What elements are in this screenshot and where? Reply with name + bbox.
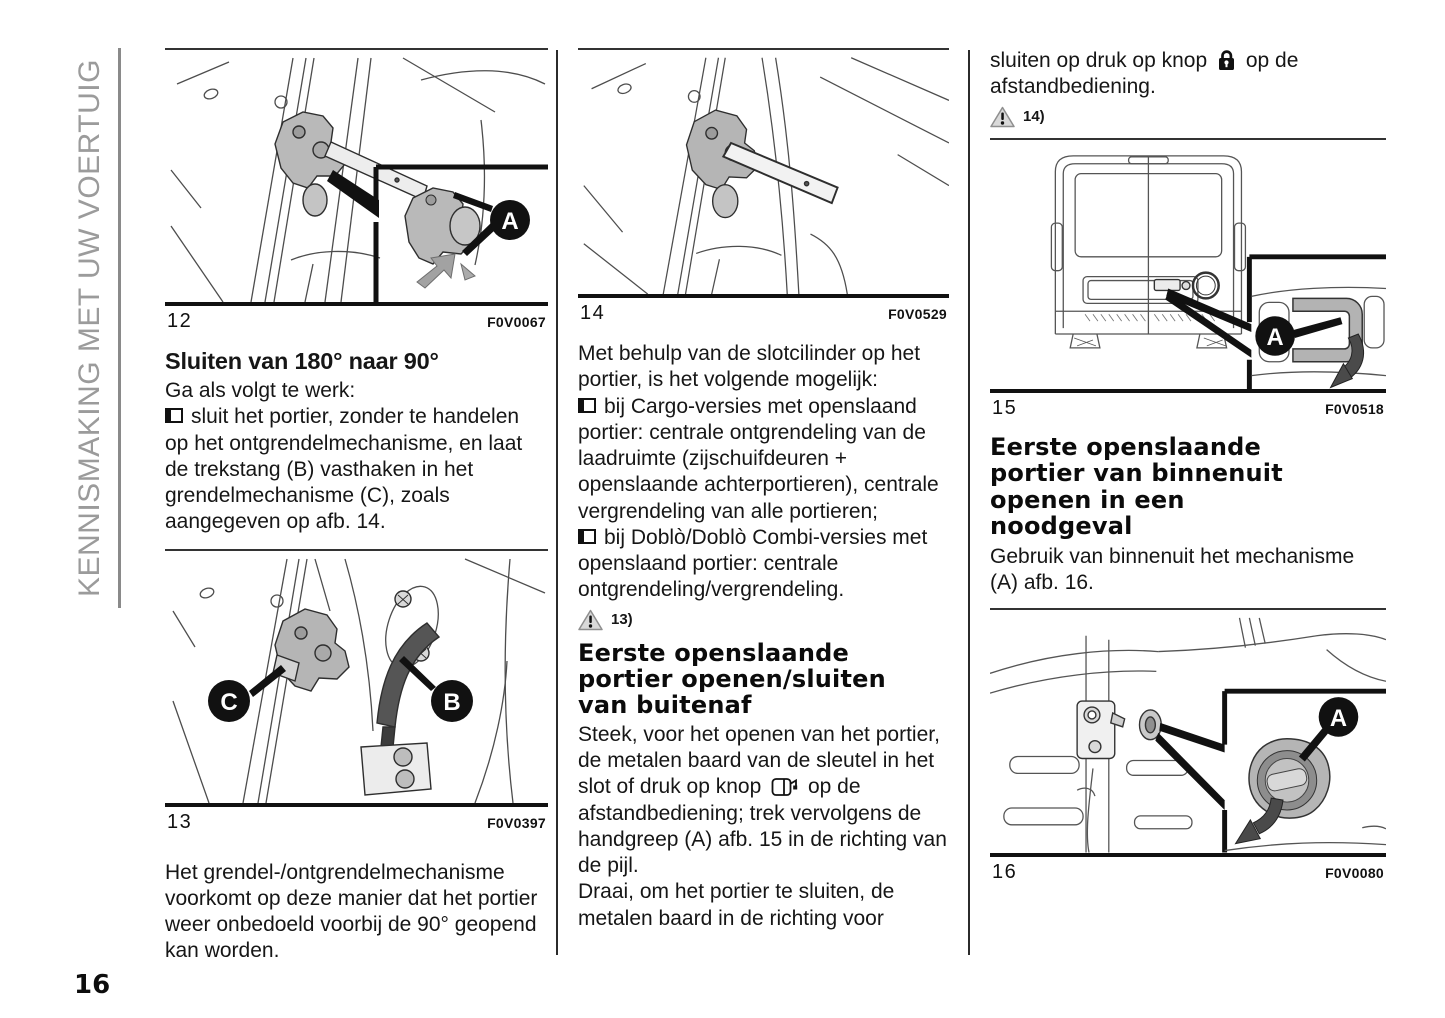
figure-14: 14 F0V0529 — [578, 48, 949, 325]
door-open-remote-button-icon — [771, 778, 798, 797]
body-paragraph: Steek, voor het openen van het portier, … — [578, 722, 949, 880]
column-divider-1 — [556, 50, 558, 955]
body-paragraph: Draai, om het portier te sluiten, de met… — [578, 880, 895, 930]
figure-13-caption: 13 F0V0397 — [165, 807, 548, 834]
column-1: A 12 F0V0067 Sluiten van 180° naar 90° G… — [165, 48, 548, 965]
section-heading-heavy: Eerste openslaande portier van binnenuit… — [990, 432, 1283, 541]
figure-number: 12 — [167, 310, 193, 332]
badge-a-label: A — [1330, 705, 1347, 732]
column-divider-2 — [968, 50, 970, 955]
paragraph-text: Steek, voor het openen van het portier, … — [578, 722, 940, 799]
figure-13-labels: C B — [208, 655, 473, 722]
body-paragraph: Ga als volgt te werk: — [165, 379, 356, 402]
paragraph-text: op de afstandbediening. — [990, 49, 1299, 99]
body-paragraph: Gebruik van binnenuit het mechanisme (A)… — [990, 544, 1355, 594]
figure-12-caption: 12 F0V0067 — [165, 306, 548, 333]
figure-16-illustration: A — [990, 617, 1386, 853]
figure-code: F0V0397 — [487, 814, 546, 831]
body-paragraph: Met behulp van de slotcilinder op het po… — [578, 342, 921, 392]
badge-b-label: B — [443, 689, 460, 716]
figure-16: A 16 F0V0080 — [990, 608, 1386, 884]
figure-15-caption: 15 F0V0518 — [990, 393, 1386, 420]
figure-12-inset: A — [327, 164, 548, 302]
badge-a-label: A — [1267, 323, 1284, 350]
figure-number: 13 — [167, 810, 193, 833]
square-bullet-icon — [165, 408, 183, 424]
bullet-text: bij Cargo-versies met openslaand portier… — [578, 394, 939, 523]
paragraph-text: op de afstandbediening; trek vervolgens … — [578, 775, 947, 878]
badge-b-circle — [431, 679, 473, 722]
badge-a-label: A — [501, 208, 518, 235]
badge-c-label: C — [220, 689, 237, 716]
bullet-item: bij Doblò/Doblò Combi-versies met opensl… — [578, 525, 949, 604]
padlock-icon — [1219, 50, 1234, 70]
body-paragraph: Het grendel-/ontgrendelmechanisme voorko… — [165, 860, 538, 963]
figure-code: F0V0080 — [1325, 864, 1384, 881]
figure-15-illustration: A — [1050, 154, 1386, 389]
badge-a-circle — [1318, 697, 1359, 737]
warning-reference: 14) — [990, 106, 1386, 128]
badge-c-circle — [208, 679, 250, 722]
chapter-title-vertical: KENNISMAKING MET UW VOERTUIG — [73, 59, 106, 597]
warning-triangle-icon — [990, 106, 1015, 127]
column-3: sluiten op druk op knop op de afstandbed… — [990, 48, 1386, 884]
figure-number: 15 — [992, 396, 1018, 419]
figure-number: 16 — [992, 860, 1018, 883]
figure-12-illustration: A — [170, 57, 548, 302]
sidebar-rule — [118, 48, 121, 608]
square-bullet-icon — [578, 528, 596, 544]
badge-a-circle — [1255, 315, 1295, 356]
bullet-item: sluit het portier, zonder te handelen op… — [165, 404, 548, 535]
figure-14-caption: 14 F0V0529 — [578, 298, 949, 325]
figure-12: A 12 F0V0067 — [165, 48, 548, 333]
warning-reference: 13) — [578, 609, 949, 631]
column-2: 14 F0V0529 Met behulp van de slotcilinde… — [578, 48, 949, 932]
figure-15: A 15 F0V0518 — [990, 137, 1386, 420]
warning-number: 14) — [1023, 108, 1045, 125]
bullet-item: bij Cargo-versies met openslaand portier… — [578, 394, 949, 525]
figure-14-illustration — [583, 57, 949, 295]
figure-13-illustration: C B — [172, 557, 546, 803]
section-heading-heavy: Eerste openslaande portier openen/sluite… — [578, 638, 886, 720]
figure-code: F0V0529 — [888, 306, 947, 323]
badge-a-circle — [490, 200, 530, 240]
figure-16-caption: 16 F0V0080 — [990, 857, 1386, 884]
body-paragraph: sluiten op druk op knop op de afstandbed… — [990, 48, 1386, 101]
bullet-text: bij Doblò/Doblò Combi-versies met opensl… — [578, 525, 928, 602]
warning-triangle-icon — [578, 609, 603, 630]
square-bullet-icon — [578, 397, 596, 413]
section-heading: Sluiten van 180° naar 90° — [165, 348, 439, 374]
figure-number: 14 — [580, 302, 606, 325]
page-number: 16 — [74, 970, 111, 1000]
figure-code: F0V0067 — [487, 314, 546, 330]
figure-16-inset: A — [1222, 688, 1386, 853]
bullet-text: sluit het portier, zonder te handelen op… — [165, 405, 523, 534]
figure-13: C B 13 F0V0397 — [165, 548, 548, 834]
paragraph-text: sluiten op druk op knop — [990, 49, 1208, 72]
warning-number: 13) — [611, 611, 633, 629]
figure-15-inset: A — [1246, 253, 1386, 389]
figure-code: F0V0518 — [1325, 400, 1384, 417]
